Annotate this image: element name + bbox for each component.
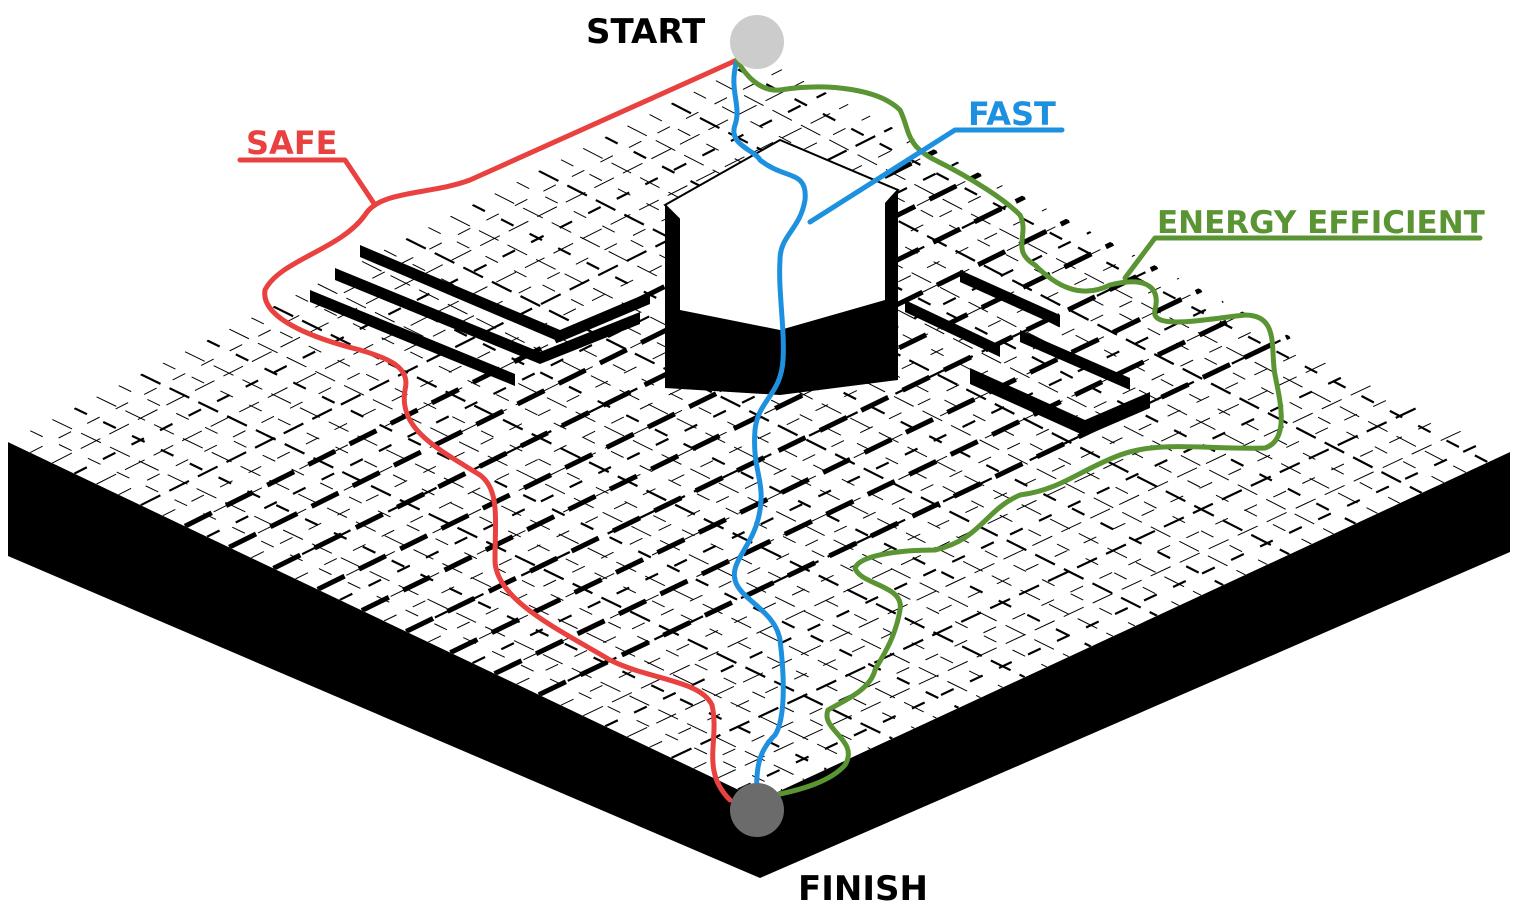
grid-line	[450, 215, 1202, 596]
terrain-step	[405, 264, 1159, 634]
grid-line	[737, 68, 1489, 464]
energy-route-path	[734, 57, 1284, 798]
right-blocks	[905, 270, 1150, 436]
grid-line	[140, 373, 893, 740]
energy-efficient-label: ENERGY EFFICIENT	[1157, 205, 1485, 241]
safe-label: SAFE	[246, 124, 338, 162]
grid-line	[228, 328, 981, 699]
grid-line	[693, 416, 1445, 769]
start-node	[730, 15, 784, 69]
grid-line	[428, 226, 1180, 606]
grid-line	[560, 347, 1312, 706]
grid-line	[715, 80, 1467, 473]
grid-line	[649, 393, 1400, 748]
grid-line	[295, 294, 1047, 668]
terrain-left-side	[8, 442, 760, 878]
routes	[237, 57, 1483, 803]
grid-line	[604, 369, 1357, 728]
grid-line	[715, 428, 1467, 780]
grid-line	[627, 382, 1378, 738]
grid-line	[52, 80, 805, 464]
fast-label: FAST	[968, 95, 1056, 133]
finish-label: FINISH	[798, 869, 928, 905]
grid-line	[339, 230, 1092, 601]
terrain-step	[449, 287, 1203, 655]
terrain-right-side	[760, 452, 1510, 878]
grid-line	[29, 430, 783, 791]
terrain-step	[537, 333, 1291, 697]
left-ridge	[310, 245, 650, 386]
grid-line	[206, 339, 960, 709]
grid-line	[494, 193, 1246, 576]
grid-line	[52, 418, 805, 780]
fast-route-path	[731, 57, 808, 803]
raised-blocks	[310, 138, 1150, 436]
energy-leader-line	[1122, 235, 1483, 281]
grid-line	[29, 69, 783, 453]
grid-line	[471, 203, 1224, 587]
terrain-step	[360, 241, 1115, 613]
start-label: START	[586, 12, 706, 52]
grid-line	[471, 300, 1224, 665]
safe-route-path	[262, 57, 740, 803]
grid-line	[516, 324, 1268, 685]
grid-line	[206, 161, 960, 538]
grid-line	[671, 404, 1423, 759]
terrain-step	[272, 194, 1026, 571]
grid-line	[405, 237, 1158, 617]
fast-leader-line	[807, 127, 1065, 225]
terrain-step	[493, 310, 1247, 676]
terrain-top-surface	[8, 58, 1510, 800]
grid-line	[339, 271, 1092, 648]
grid-line	[582, 358, 1334, 717]
grid-line	[538, 169, 1290, 556]
terrain-step	[316, 217, 1070, 592]
grid-line	[251, 317, 1003, 688]
finish-node	[730, 783, 784, 837]
grid-line	[251, 185, 1003, 559]
grid-line	[737, 439, 1489, 791]
grid-line	[428, 277, 1180, 643]
safe-leader-line	[237, 157, 378, 208]
